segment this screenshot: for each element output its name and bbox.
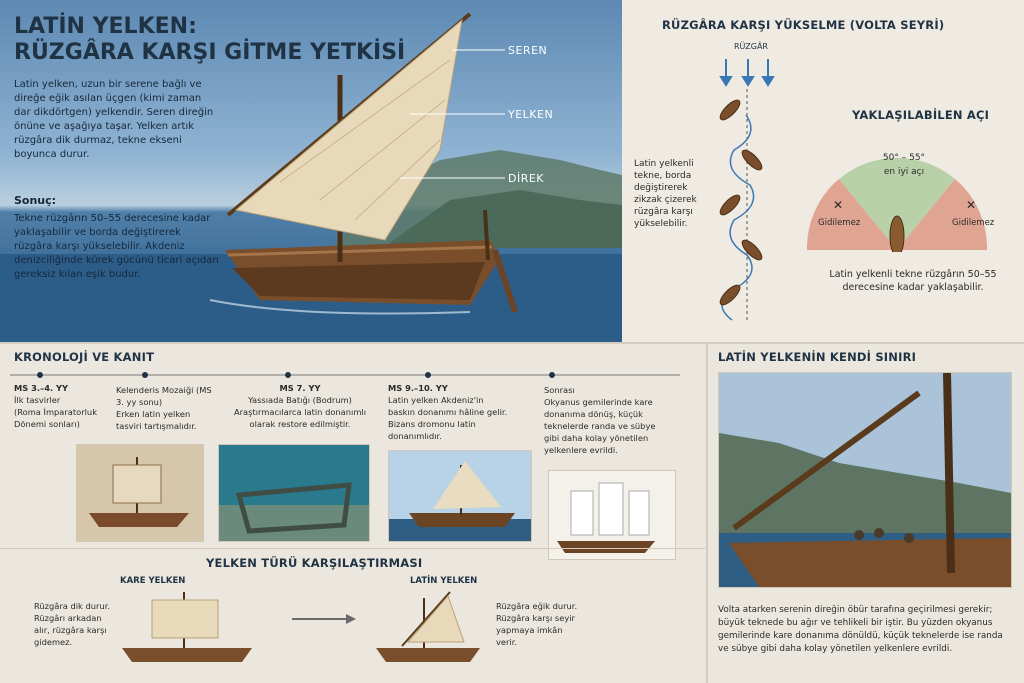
timeline-date: MS 3.–4. YY [14,383,69,393]
shipwreck-image [218,444,370,542]
angle-title: YAKLAŞILABİLEN AÇI [852,108,990,122]
lateen-sail-ship-icon [376,591,480,662]
seren-label: SEREN [508,44,548,57]
timeline-note: Erken latin yelken tasviri tartışmalıdır… [116,409,197,431]
lateen-sail-title: LATİN YELKEN [410,576,478,586]
divider [0,548,706,549]
limit-title: LATİN YELKENİN KENDİ SINIRI [718,350,917,364]
timeline-text: Kelenderis Mozaiği (MS 3. yy sonu) [116,385,212,407]
timeline-item: MS 3.–4. YY İlk tasvirler (Roma İmparato… [14,382,109,430]
timeline-note: Araştırmacılarca latin donanımlı olarak … [233,407,367,429]
hero-description: Latin yelken, uzun bir serene bağlı ve d… [14,79,214,160]
square-sail-text: Rüzgâra dik durur. Rüzgârı arkadan alır,… [34,601,110,647]
arrow-right-icon [292,614,356,624]
angle-caption: Latin yelkenli tekne rüzgârın 50–55 dere… [829,269,997,293]
wind-arrows-icon [719,59,775,87]
angle-diagram [807,157,987,252]
hero-title-line1: LATİN YELKEN: [14,14,197,39]
left-x-icon: ✕ [833,198,844,212]
divider [706,344,708,683]
right-x-icon: ✕ [966,198,977,212]
wind-label: RÜZGÂR [734,42,768,51]
limit-text: Volta atarken serenin direğin öbür taraf… [718,605,1003,654]
timeline-note: (Roma İmparatorluk Dönemi sonları) [14,407,97,429]
right-no-go-label: Gidilemez [952,218,995,228]
timeline-text: Yassıada Batığı (Bodrum) [248,395,352,405]
hero-title-line2: RÜZGÂRA KARŞI GİTME YETKİSİ [14,40,406,65]
hero-ship-illustration [0,12,622,342]
yelken-label: YELKEN [508,108,554,121]
left-no-go-label: Gidilemez [818,218,861,228]
sailing-theory-panel: RÜZGÂRA KARŞI YÜKSELME (VOLTA SEYRİ) RÜZ… [622,0,1024,342]
timeline-item: Sonrası Okyanus gemilerinde kare donanım… [544,384,662,456]
timeline-text: Sonrası [544,385,575,395]
best-angle-label: en iyi açı [883,167,925,177]
square-sail-ship-icon [122,592,252,662]
timeline-item: MS 7. YY Yassıada Batığı (Bodrum) Araştı… [230,382,370,430]
deck-crew-image [718,372,1012,588]
tacking-title: RÜZGÂRA KARŞI YÜKSELME (VOLTA SEYRİ) [662,18,945,32]
square-rigged-ship-image [548,470,676,560]
mosaic-image [76,444,204,542]
result-heading: Sonuç: [14,194,57,207]
timeline-text: Latin yelken Akdeniz'in baskın donanımı … [388,395,508,417]
timeline-item: MS 9.–10. YY Latin yelken Akdeniz'in bas… [388,382,508,442]
timeline-date: MS 9.–10. YY [388,383,448,393]
lateen-sail-text: Rüzgâra eğik durur. Rüzgâra karşı seyir … [496,601,578,647]
tacking-caption: Latin yelkenli tekne, borda değiştirerek… [634,159,697,229]
timeline-title: KRONOLOJİ VE KANIT [14,350,155,364]
divider [0,342,1024,344]
timeline-note: Bizans dromonu latin donanımlıdır. [388,419,476,441]
tacking-diagram [719,59,775,321]
timeline-line [10,372,680,378]
timeline-text: İlk tasvirler [14,395,61,405]
dromon-image [388,450,532,542]
timeline-note: Okyanus gemilerinde kare donanıma dönüş,… [544,397,656,455]
comparison-title: YELKEN TÜRÜ KARŞILAŞTIRMASI [206,556,423,570]
timeline-item: Kelenderis Mozaiği (MS 3. yy sonu) Erken… [116,384,216,432]
square-sail-title: KARE YELKEN [120,576,186,586]
hero-panel: LATİN YELKEN: RÜZGÂRA KARŞI GİTME YETKİS… [0,0,622,342]
timeline-date: MS 7. YY [279,383,321,393]
best-angle-range: 50° – 55° [882,153,926,163]
direk-label: DİREK [508,172,545,185]
result-text: Tekne rüzgârın 50–55 derecesine kadar ya… [14,213,219,280]
